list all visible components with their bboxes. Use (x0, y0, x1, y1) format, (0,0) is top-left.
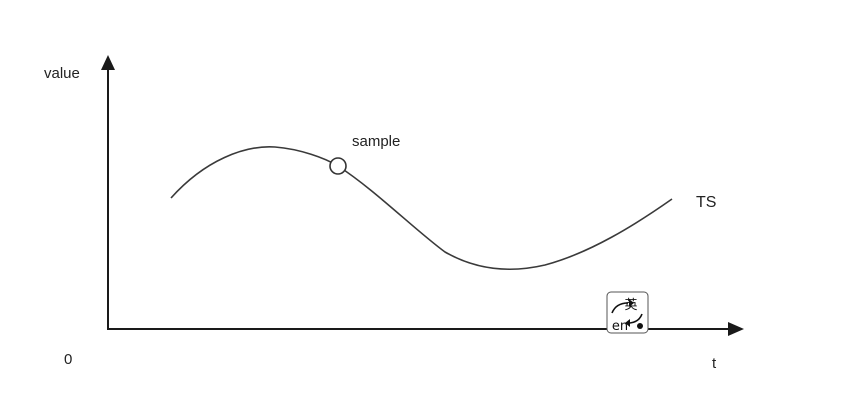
ime-swap-arrow-bottom (629, 313, 643, 324)
time-series-curve (170, 146, 673, 271)
origin-label: 0 (64, 351, 72, 368)
ime-badge-icon[interactable]: 英 en (606, 291, 649, 334)
sample-point (329, 157, 347, 175)
ime-badge-glyph: 英 (624, 298, 637, 313)
y-axis-arrowhead (101, 55, 115, 70)
sample-label: sample (352, 133, 400, 150)
x-axis-label: t (712, 355, 717, 372)
ime-swap-arrow-top (611, 302, 629, 314)
ime-swap-arrowhead-bottom (625, 319, 630, 327)
ime-status-dot (637, 323, 643, 329)
curve-label: TS (696, 194, 716, 211)
ime-badge-text: en (612, 319, 628, 334)
y-axis-label: value (44, 65, 80, 82)
x-axis-arrowhead (728, 322, 744, 336)
ime-swap-arrowhead-top (629, 299, 634, 307)
